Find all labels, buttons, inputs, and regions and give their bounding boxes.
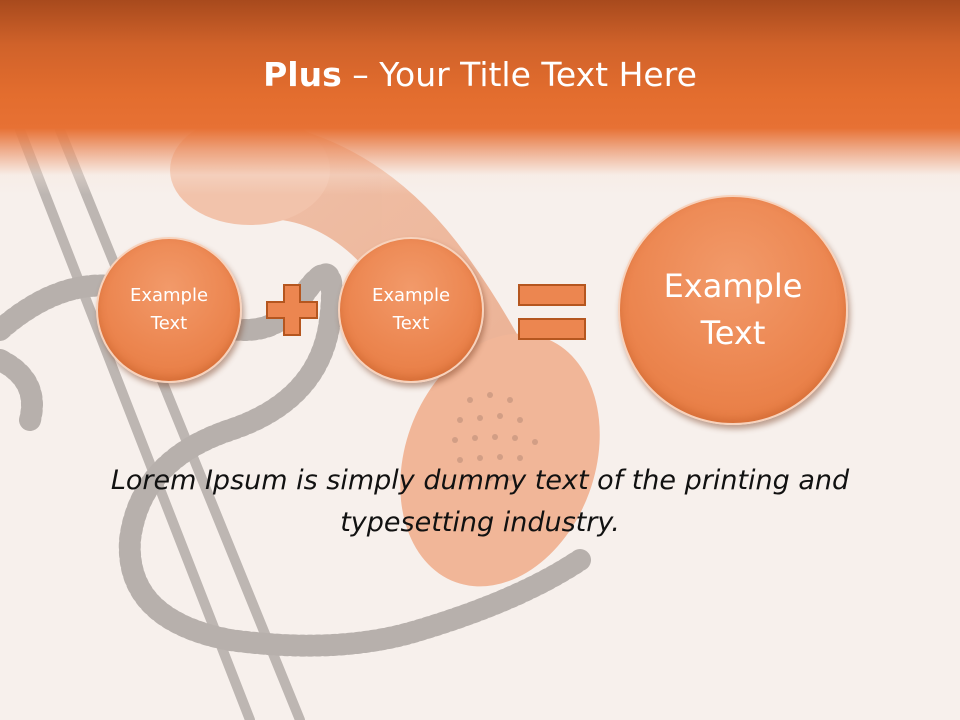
circle-2-line-2: Text <box>392 313 430 334</box>
circle-2-label: Example Text <box>351 282 471 338</box>
circle-2-line-1: Example <box>371 285 451 306</box>
example-circle-2[interactable]: Example Text <box>338 237 484 383</box>
slide-title: Plus – Your Title Text Here <box>0 52 960 98</box>
title-bold-word: Plus <box>263 55 342 94</box>
title-separator: – <box>341 55 380 94</box>
result-circle-line-2: Text <box>700 314 766 352</box>
plus-icon <box>266 284 318 336</box>
caption-text: Lorem Ipsum is simply dummy text of the … <box>110 465 850 538</box>
circle-1-label: Example Text <box>109 282 229 338</box>
result-circle[interactable]: Example Text <box>618 195 848 425</box>
result-circle-line-1: Example <box>663 267 803 305</box>
title-text: Your Title Text Here <box>379 55 697 94</box>
equals-icon <box>518 284 586 340</box>
example-circle-1[interactable]: Example Text <box>96 237 242 383</box>
result-circle-label: Example Text <box>633 263 833 357</box>
circle-1-line-1: Example <box>129 285 209 306</box>
circle-1-line-2: Text <box>150 313 188 334</box>
title-bar <box>0 0 960 195</box>
